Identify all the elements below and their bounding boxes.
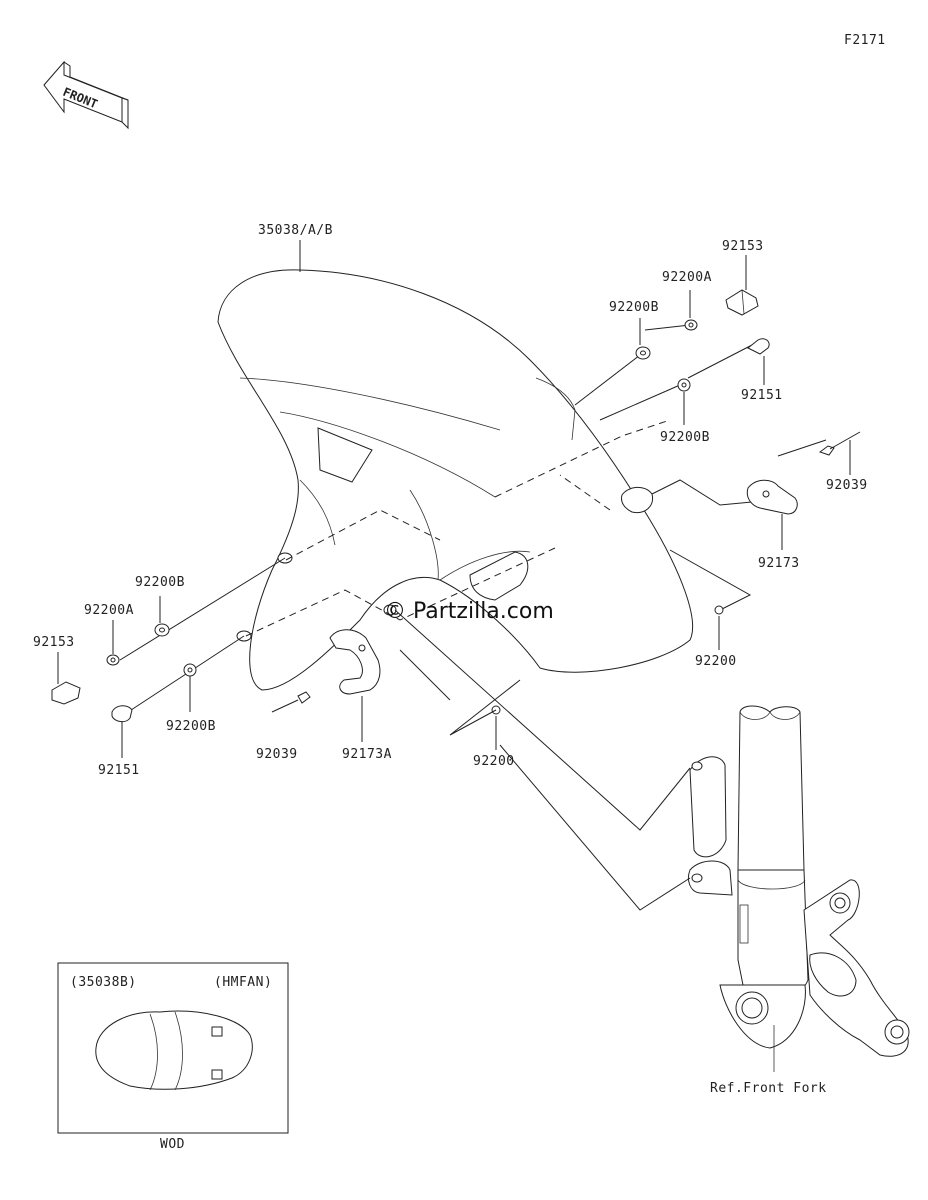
bolt-92151-top: [747, 338, 770, 355]
label-bolt-92153-top: 92153: [722, 239, 764, 254]
label-washer-92200b-left: 92200B: [135, 575, 185, 590]
label-fender-35038: 35038/A/B: [258, 223, 333, 238]
washer-92200b-top: [635, 346, 651, 360]
label-bolt-92153-left: 92153: [33, 635, 75, 650]
washer-92200b-left: [154, 623, 170, 637]
label-grommet-92200-right: 92200: [695, 654, 737, 669]
washer-92200a-left: [106, 654, 120, 666]
washer-92200a-top: [684, 319, 698, 331]
inset-variant: (HMFAN): [214, 975, 272, 990]
label-bolt-92151-left: 92151: [98, 763, 140, 778]
label-bolt-92151-top: 92151: [741, 388, 783, 403]
grommet-92200-right: [714, 605, 724, 615]
pin-92039-right: [818, 431, 861, 456]
label-washer-92200b-left2: 92200B: [166, 719, 216, 734]
label-grommet-92200-left: 92200: [473, 754, 515, 769]
washer-92200b-left2: [183, 663, 197, 677]
label-washer-92200a-left: 92200A: [84, 603, 134, 618]
label-pin-92039-left: 92039: [256, 747, 298, 762]
front-arrow-icon: FRONT: [43, 60, 129, 130]
label-clamp-92173-right: 92173: [758, 556, 800, 571]
bolt-92153-top: [725, 289, 759, 316]
label-clamp-92173a-left: 92173A: [342, 747, 392, 762]
front-fork-assembly: [687, 705, 910, 1072]
bolt-92151-left: [111, 705, 133, 723]
variant-inset: (35038B) (HMFAN) WOD: [57, 962, 289, 1152]
label-washer-92200a-top: 92200A: [662, 270, 712, 285]
watermark-partzilla: © Partzilla.com: [384, 599, 554, 624]
label-pin-92039-right: 92039: [826, 478, 868, 493]
pin-92039-left: [271, 691, 311, 713]
front-fender: [217, 269, 694, 691]
label-washer-92200b-mid: 92200B: [660, 430, 710, 445]
label-ref-front-fork: Ref.Front Fork: [710, 1081, 827, 1096]
inset-code: (35038B): [70, 975, 137, 990]
washer-92200b-mid: [677, 378, 691, 392]
label-washer-92200b-top: 92200B: [609, 300, 659, 315]
clamp-92173a-left: [329, 629, 381, 695]
inset-caption: WOD: [160, 1137, 185, 1152]
bolt-92153-left: [51, 681, 81, 705]
figure-code: F2171: [844, 33, 886, 48]
clamp-92173-right: [746, 479, 798, 515]
